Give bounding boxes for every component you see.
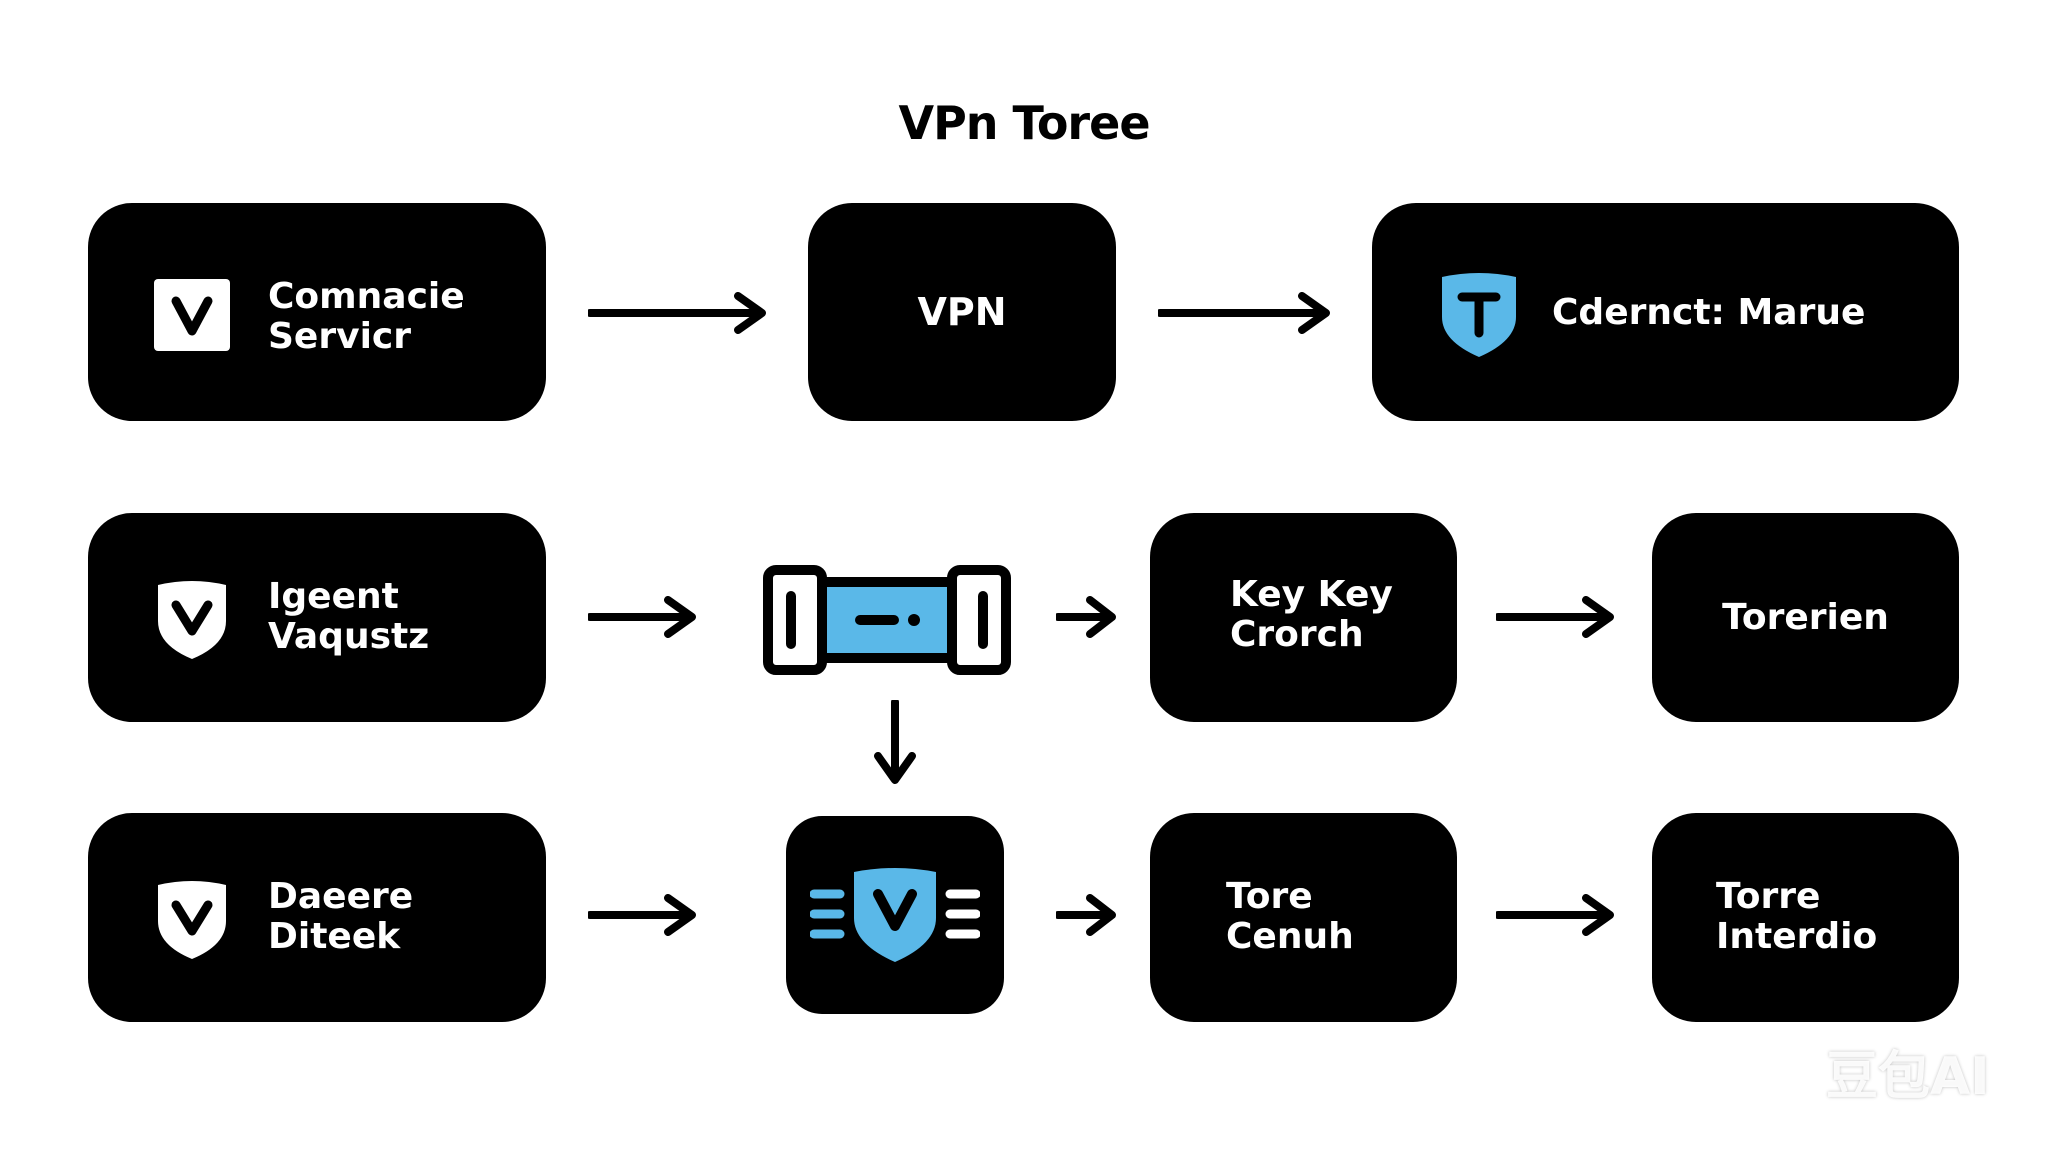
node-label: Torre Interdio <box>1716 876 1878 957</box>
node-key-key-crorch: Key Key Crorch <box>1150 513 1457 722</box>
arrow-right <box>1496 596 1614 638</box>
v-shield-icon <box>158 581 226 659</box>
vpn-shield-lines-icon <box>810 868 980 962</box>
node-comnacie-servicr: Comnacie Servicr <box>88 203 546 421</box>
node-cdernct-marue: Cdernct: Marue <box>1372 203 1959 421</box>
node-label: Comnacie Servicr <box>268 276 465 357</box>
node-tore-cenuh: Tore Cenuh <box>1150 813 1457 1022</box>
node-label: Key Key Crorch <box>1230 574 1393 655</box>
node-label: Torerien <box>1722 596 1889 638</box>
node-torre-interdio: Torre Interdio <box>1652 813 1959 1022</box>
node-igeent-vaqustz: Igeent Vaqustz <box>88 513 546 722</box>
v-shield-icon <box>158 881 226 959</box>
node-vpn-shield <box>786 816 1004 1014</box>
node-label: VPN <box>917 290 1007 334</box>
arrow-right <box>1496 894 1614 936</box>
node-label: Cdernct: Marue <box>1552 292 1866 333</box>
diagram-title: VPn Toree <box>898 96 1150 150</box>
arrow-right <box>588 596 696 638</box>
vpn-tunnel-icon <box>763 565 1011 675</box>
t-shield-icon <box>1442 273 1516 357</box>
node-label: Igeent Vaqustz <box>268 576 430 657</box>
arrow-right <box>1056 596 1116 638</box>
node-label: Daeere Diteek <box>268 876 414 957</box>
arrow-down <box>874 700 916 784</box>
node-daeere-diteek: Daeere Diteek <box>88 813 546 1022</box>
arrow-right <box>1056 894 1116 936</box>
node-label: Tore Cenuh <box>1226 876 1354 957</box>
node-torerien: Torerien <box>1652 513 1959 722</box>
arrow-right <box>588 292 766 334</box>
v-square-icon <box>154 279 230 351</box>
node-vpn: VPN <box>808 203 1116 421</box>
arrow-right <box>1158 292 1330 334</box>
arrow-right <box>588 894 696 936</box>
watermark: 豆包AI <box>1826 1047 1990 1107</box>
